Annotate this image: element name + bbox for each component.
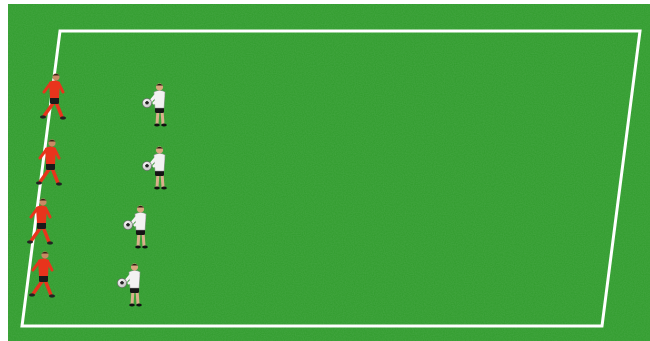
grass-texture — [8, 4, 650, 341]
ball-icon — [142, 98, 151, 107]
ball-icon — [117, 278, 126, 287]
ball-icon — [142, 161, 151, 170]
ball-icon — [123, 220, 132, 229]
